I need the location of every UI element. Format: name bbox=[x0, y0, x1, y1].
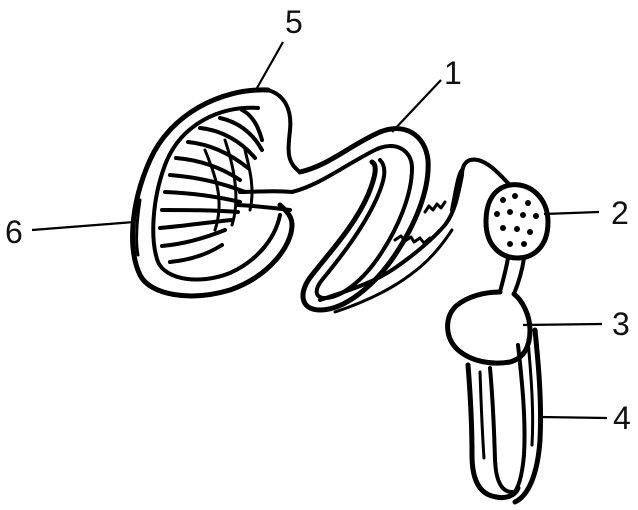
convoluted-tubule bbox=[292, 129, 462, 312]
label-5: 5 bbox=[285, 4, 303, 40]
label-4: 4 bbox=[613, 400, 631, 436]
leader-line-5 bbox=[257, 42, 283, 88]
leader-line-2 bbox=[544, 212, 599, 214]
label-3: 3 bbox=[612, 306, 630, 342]
leader-line-6 bbox=[32, 222, 134, 230]
leader-line-4 bbox=[540, 417, 607, 418]
leader-line-3 bbox=[523, 324, 602, 325]
granular-body bbox=[486, 185, 548, 294]
collecting-tube bbox=[468, 330, 541, 502]
label-6: 6 bbox=[5, 214, 23, 250]
leader-line-1 bbox=[392, 80, 441, 132]
label-2: 2 bbox=[611, 195, 629, 231]
label-1: 1 bbox=[444, 55, 462, 91]
